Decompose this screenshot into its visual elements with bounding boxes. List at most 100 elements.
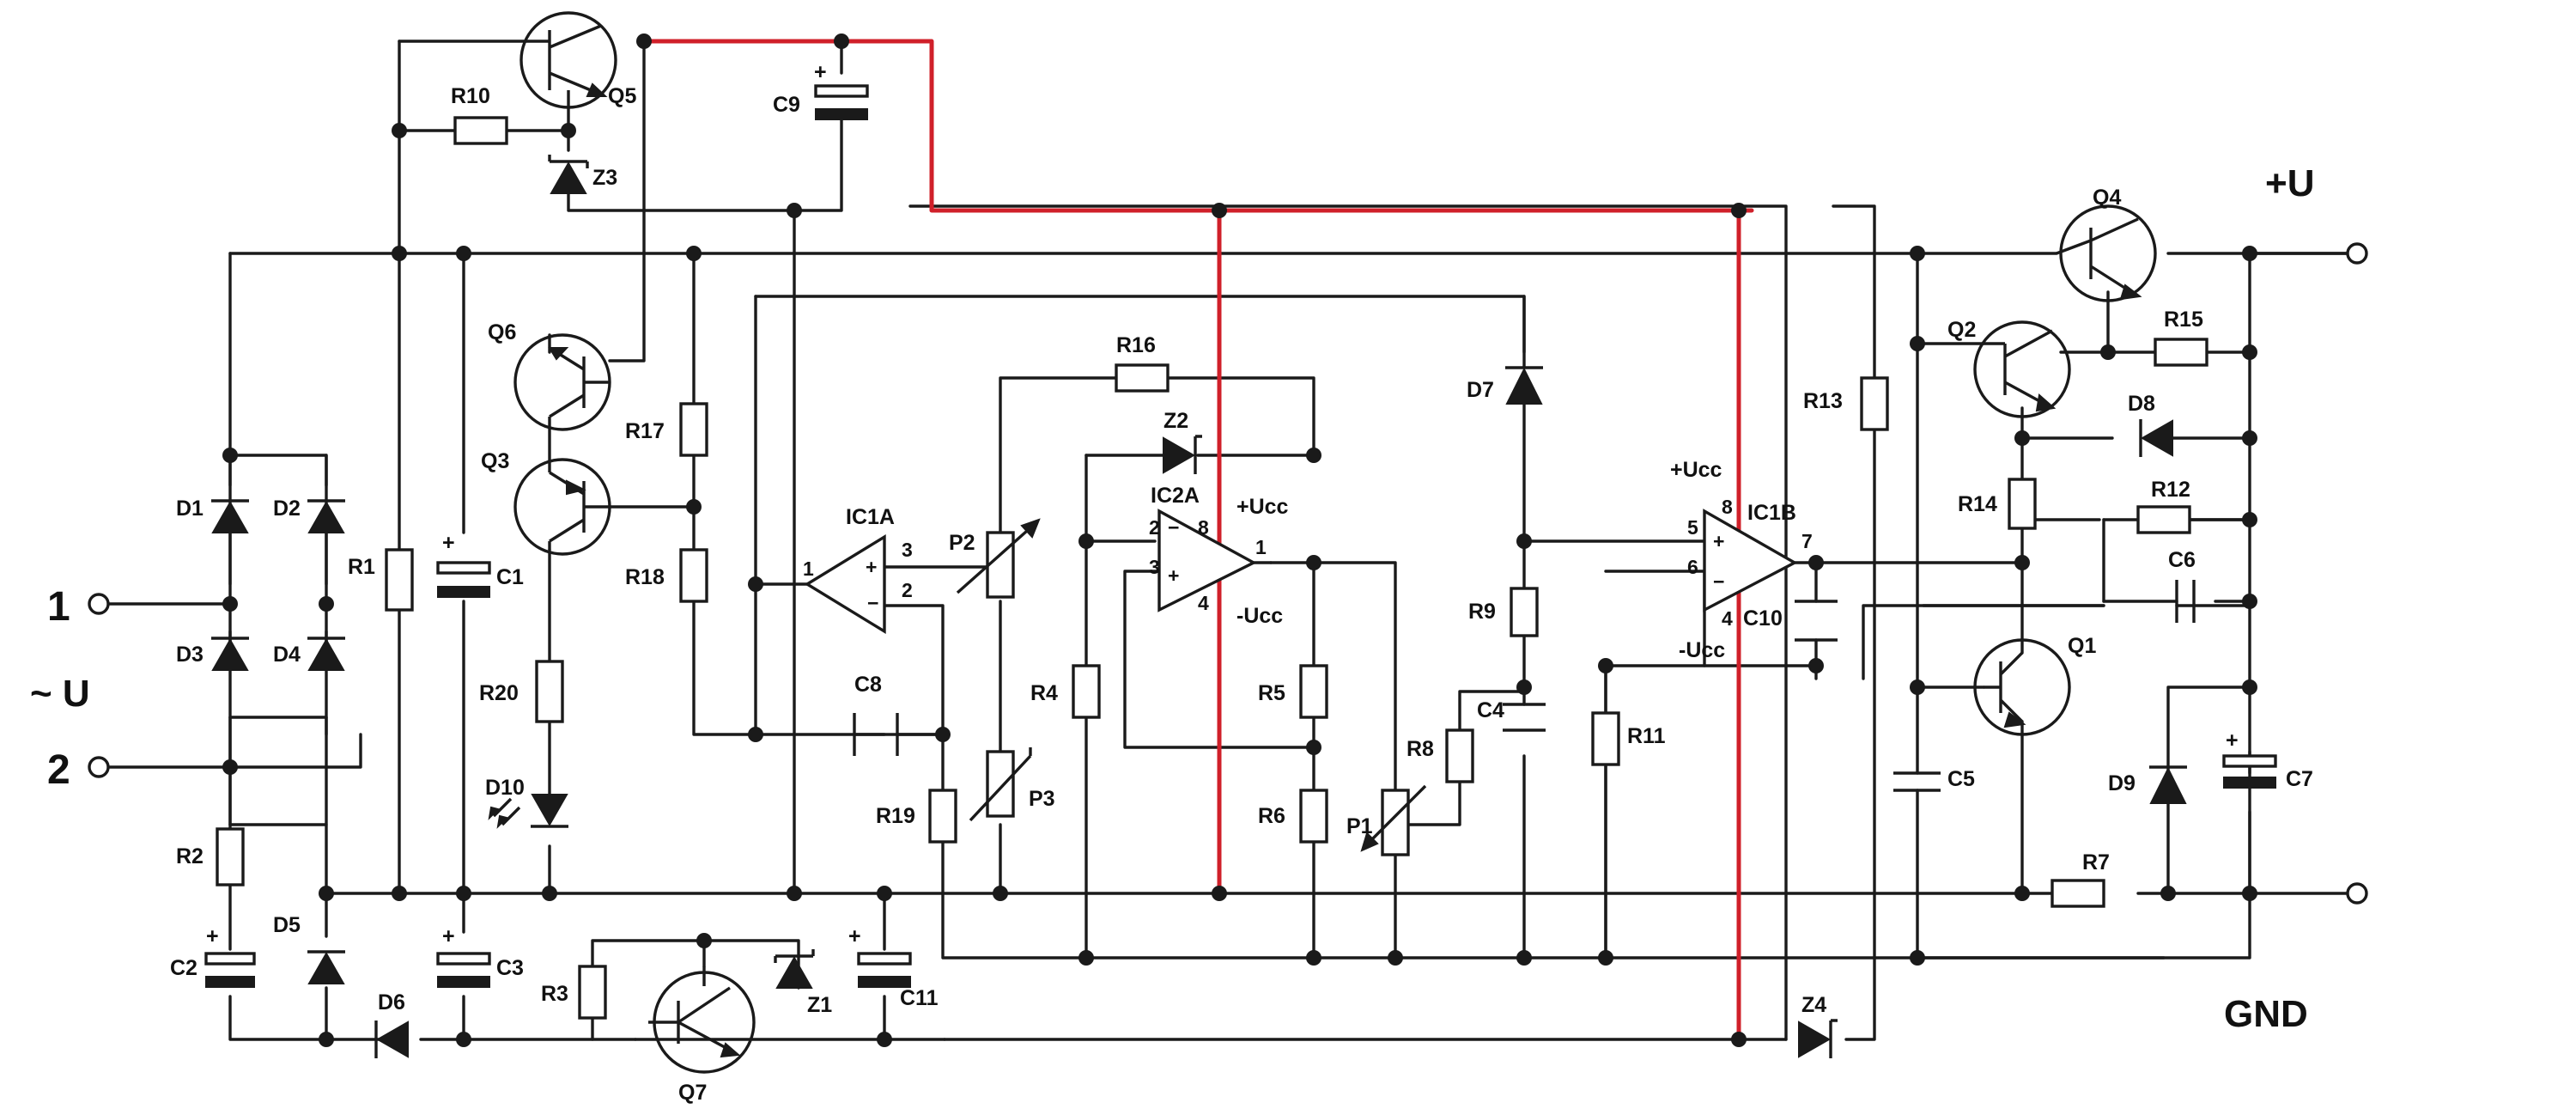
z3-zener [548, 155, 589, 194]
r11-label: R11 [1627, 724, 1666, 748]
r9-label: R9 [1468, 600, 1496, 624]
c6-label: C6 [2168, 548, 2196, 572]
c5-capacitor [1893, 771, 1941, 792]
c1-plus-mark: + [442, 531, 455, 555]
c2-plus-mark: + [206, 924, 219, 948]
ic1a-pin-2: 2 [902, 579, 913, 601]
d5-label: D5 [273, 913, 301, 937]
d3-label: D3 [176, 643, 204, 667]
r12-resistor [2136, 505, 2191, 534]
c1-capacitor [436, 561, 491, 598]
r12-label: R12 [2151, 478, 2190, 502]
ic1a-pin-3: 3 [902, 539, 913, 561]
d8-label: D8 [2128, 392, 2155, 416]
ac-input-label: ~ U [30, 673, 90, 715]
terminal-2 [88, 756, 110, 778]
ic2a-vcc-label: +Ucc [1236, 495, 1289, 519]
ic2a-plus-mark: + [1168, 564, 1179, 587]
r11-resistor [1591, 711, 1620, 766]
c7-label: C7 [2286, 767, 2313, 791]
c5-label: C5 [1947, 767, 1975, 791]
r6-label: R6 [1258, 804, 1285, 828]
r8-resistor [1445, 728, 1474, 783]
ic1a-minus-mark: − [867, 592, 878, 614]
c8-capacitor [853, 713, 899, 756]
d9-diode [2149, 765, 2187, 804]
r14-resistor [2008, 478, 2037, 530]
terminal-1-label: 1 [47, 584, 70, 630]
r8-label: R8 [1406, 737, 1434, 761]
out-pos-label: +U [2265, 162, 2314, 204]
terminal-gnd [2346, 882, 2368, 905]
r7-label: R7 [2082, 850, 2110, 874]
z4-label: Z4 [1801, 993, 1826, 1017]
r17-label: R17 [625, 419, 665, 443]
r9-resistor [1510, 587, 1539, 637]
c3-capacitor [436, 952, 491, 988]
r6-resistor [1299, 789, 1328, 844]
r19-label: R19 [876, 804, 915, 828]
q3-label: Q3 [481, 449, 509, 473]
d5-diode [307, 951, 345, 984]
r15-label: R15 [2164, 308, 2203, 332]
r18-resistor [679, 548, 708, 603]
d8-diode [2139, 419, 2173, 457]
r1-label: R1 [348, 555, 375, 579]
r5-label: R5 [1258, 681, 1285, 705]
ic2a-pin-4: 4 [1198, 592, 1209, 614]
terminal-1 [88, 593, 110, 615]
r7-resistor [2050, 879, 2105, 908]
c1-label: C1 [496, 565, 524, 589]
d6-diode [375, 1021, 409, 1058]
ic1b-vcc-label: +Ucc [1670, 458, 1722, 482]
r17-resistor [679, 402, 708, 457]
q6-transistor [513, 333, 611, 431]
d6-label: D6 [378, 990, 405, 1014]
r18-label: R18 [625, 565, 665, 589]
r20-label: R20 [479, 681, 519, 705]
r20-resistor [535, 660, 564, 723]
d10-led [488, 794, 568, 829]
z1-zener [774, 949, 815, 989]
r13-resistor [1860, 376, 1889, 431]
ic2a-vee-label: -Ucc [1236, 604, 1283, 628]
q3-transistor [513, 430, 611, 556]
r2-resistor [216, 827, 245, 887]
ic2a-pin-2: 2 [1149, 516, 1160, 539]
ic2a-pin-1: 1 [1255, 536, 1267, 558]
ic1a-label: IC1A [846, 505, 895, 529]
q4-label: Q4 [2093, 186, 2121, 210]
ic1b-vee-label: -Ucc [1679, 638, 1725, 662]
labels: 1 2 ~ U +U GND D1 D2 D3 D4 D5 D6 D7 D8 D… [30, 60, 2314, 1105]
z2-zener [1163, 435, 1202, 474]
c8-label: C8 [854, 673, 882, 697]
d7-label: D7 [1467, 378, 1494, 402]
c10-label: C10 [1743, 606, 1783, 631]
ic2a-minus-mark: − [1168, 516, 1179, 539]
r14-label: R14 [1958, 492, 1997, 516]
terminals [88, 242, 2368, 905]
z1-label: Z1 [807, 993, 832, 1017]
ic1b-label: IC1B [1747, 501, 1796, 525]
p3-potentiometer [969, 747, 1032, 822]
ic1b-plus-mark: + [1713, 530, 1724, 552]
r10-resistor [453, 116, 508, 145]
junction-dots [222, 34, 2257, 1047]
ic1b-opamp [1703, 509, 1798, 612]
c4-label: C4 [1477, 698, 1504, 722]
ic1b-minus-mark: − [1713, 570, 1724, 593]
ic1a-plus-mark: + [866, 556, 877, 578]
c10-capacitor [1795, 600, 1838, 642]
r1-resistor [385, 548, 414, 612]
ic1b-pin-7: 7 [1801, 530, 1813, 552]
c2-label: C2 [170, 956, 197, 980]
c9-label: C9 [773, 93, 800, 117]
q1-transistor [1973, 638, 2071, 736]
q7-label: Q7 [678, 1081, 707, 1105]
r16-resistor [1115, 363, 1170, 393]
ic2a-label: IC2A [1151, 484, 1200, 508]
ic1b-pin-5: 5 [1687, 516, 1698, 539]
p1-label: P1 [1346, 814, 1373, 838]
r4-resistor [1072, 664, 1101, 719]
